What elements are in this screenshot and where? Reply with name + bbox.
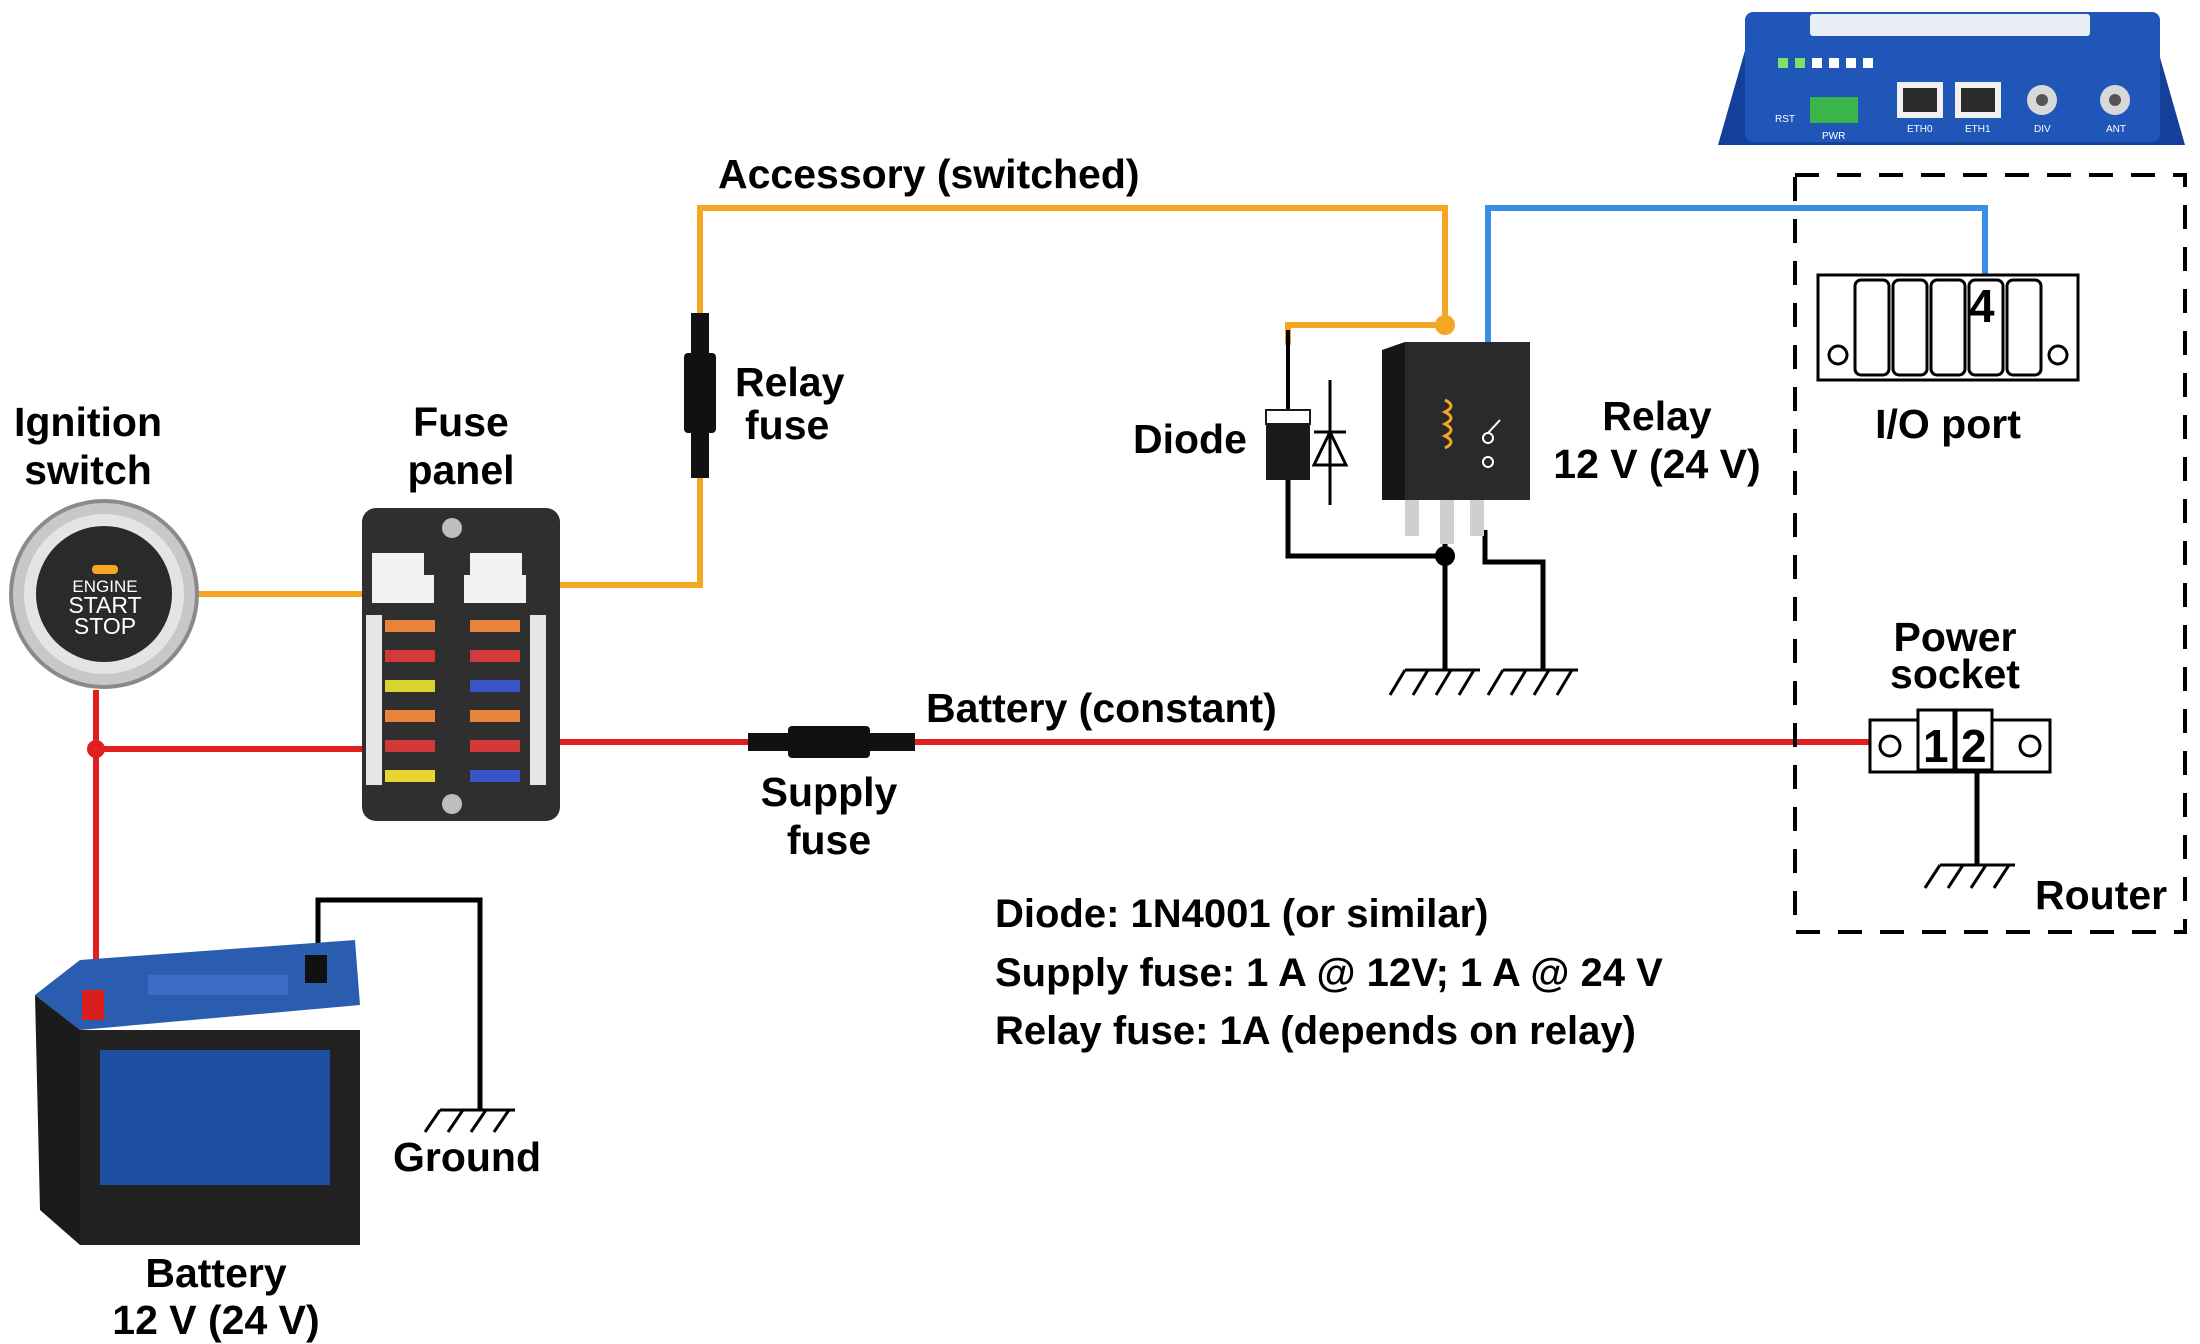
accessory-junction-dot xyxy=(1435,315,1455,335)
power-socket-label-1: Power xyxy=(1893,614,2016,660)
router-eth1-label: ETH1 xyxy=(1965,124,1991,135)
router-rst-label: RST xyxy=(1775,114,1795,125)
ground-symbol-battery xyxy=(423,1108,515,1133)
supply-fuse-label-2: fuse xyxy=(787,817,871,863)
power-socket-label-2: socket xyxy=(1890,651,2020,697)
ground-junction-dot xyxy=(1435,546,1455,566)
router-label: Router xyxy=(2035,872,2167,918)
power-pin-1: 1 xyxy=(1923,720,1949,772)
relay-switch-ground-wire xyxy=(1482,530,1546,670)
io-pin-number: 4 xyxy=(1969,280,1995,332)
router-eth0-label: ETH0 xyxy=(1907,124,1933,135)
router-pwr-label: PWR xyxy=(1822,131,1845,142)
battery-junction-dot xyxy=(87,740,105,758)
button-engine-label: ENGINE xyxy=(72,577,137,596)
note-relay-fuse: Relay fuse: 1A (depends on relay) xyxy=(995,1009,1636,1053)
ground-symbol-relay-2 xyxy=(1486,668,1578,696)
battery-device xyxy=(35,940,360,1245)
battery-constant-label: Battery (constant) xyxy=(926,685,1277,731)
relay-label-2: 12 V (24 V) xyxy=(1553,441,1760,487)
power-socket-connector: 1 2 xyxy=(1868,708,2052,774)
fuse-panel-label-1: Fuse xyxy=(413,399,509,445)
diode-label: Diode xyxy=(1133,416,1247,462)
accessory-wire-label: Accessory (switched) xyxy=(718,151,1140,197)
accessory-wire-switched xyxy=(560,205,1448,588)
button-start-label: START xyxy=(68,592,141,618)
note-diode: Diode: 1N4001 (or similar) xyxy=(995,892,1489,936)
battery-label-1: Battery xyxy=(145,1250,286,1296)
ignition-switch-button: ENGINE START STOP xyxy=(9,499,199,689)
signal-wire-io xyxy=(1485,205,1988,345)
ignition-switch-label-2: switch xyxy=(24,447,152,493)
relay-fuse xyxy=(684,313,716,478)
ignition-switch-label-1: Ignition xyxy=(14,399,162,445)
power-pin-2: 2 xyxy=(1961,720,1987,772)
supply-fuse-label-1: Supply xyxy=(761,769,898,815)
diode-ground-wire xyxy=(1285,480,1448,620)
battery-ground-wire xyxy=(315,897,483,1110)
battery-label-2: 12 V (24 V) xyxy=(112,1297,319,1343)
button-stop-label: STOP xyxy=(74,613,136,639)
router-boundary xyxy=(1793,173,2187,934)
router-device: RST PWR ETH0 ETH1 DIV ANT xyxy=(1718,12,2185,145)
fuse-panel-device xyxy=(362,508,560,821)
relay-fuse-label-2: fuse xyxy=(745,402,829,448)
fuse-panel-label-2: panel xyxy=(407,447,514,493)
router-ant-label: ANT xyxy=(2106,124,2126,135)
ground-symbol-router xyxy=(1923,863,2015,889)
note-supply-fuse: Supply fuse: 1 A @ 12V; 1 A @ 24 V xyxy=(995,951,1663,995)
relay-fuse-label-1: Relay xyxy=(735,359,845,405)
router-div-label: DIV xyxy=(2034,124,2051,135)
diode-component xyxy=(1265,330,1349,505)
relay-label-1: Relay xyxy=(1602,393,1712,439)
ground-symbol-relay-1 xyxy=(1388,668,1480,696)
supply-fuse xyxy=(748,726,915,758)
io-port-label: I/O port xyxy=(1875,401,2021,447)
io-port-connector: 4 xyxy=(1816,273,2080,382)
ground-label: Ground xyxy=(393,1134,541,1180)
relay-component xyxy=(1382,342,1530,544)
